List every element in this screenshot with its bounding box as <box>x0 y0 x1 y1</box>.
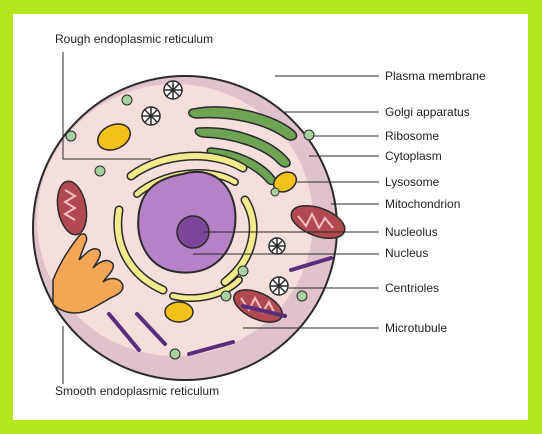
lysosomes <box>97 123 298 323</box>
label-nucleus: Nucleus <box>385 246 429 260</box>
label-smooth-er: Smooth endoplasmic reticulum <box>55 384 220 398</box>
diagram-frame: Rough endoplasmic reticulum Smooth endop… <box>13 14 528 420</box>
label-golgi-apparatus: Golgi apparatus <box>385 105 470 119</box>
label-ribosome: Ribosome <box>385 129 440 143</box>
leader-lines <box>62 52 379 384</box>
label-centrioles: Centrioles <box>385 281 440 295</box>
centrioles <box>141 80 289 296</box>
label-microtubule: Microtubule <box>385 321 448 335</box>
label-mitochondrion: Mitochondrion <box>385 197 461 211</box>
smooth-endoplasmic-reticulum <box>52 233 124 314</box>
lysosome-3 <box>164 301 194 323</box>
label-nucleolus: Nucleolus <box>385 225 438 239</box>
label-rough-er: Rough endoplasmic reticulum <box>55 32 214 46</box>
nucleus <box>137 171 237 274</box>
label-cytoplasm: Cytoplasm <box>385 149 442 163</box>
mitochondrion-left <box>56 180 88 236</box>
animal-cell-diagram <box>32 52 379 384</box>
lysosome-1 <box>97 123 131 151</box>
microtubules <box>107 256 333 356</box>
label-lysosome: Lysosome <box>385 175 440 189</box>
label-plasma-membrane: Plasma membrane <box>385 69 486 83</box>
rough-endoplasmic-reticulum <box>113 151 258 303</box>
ribosomes <box>65 94 315 360</box>
